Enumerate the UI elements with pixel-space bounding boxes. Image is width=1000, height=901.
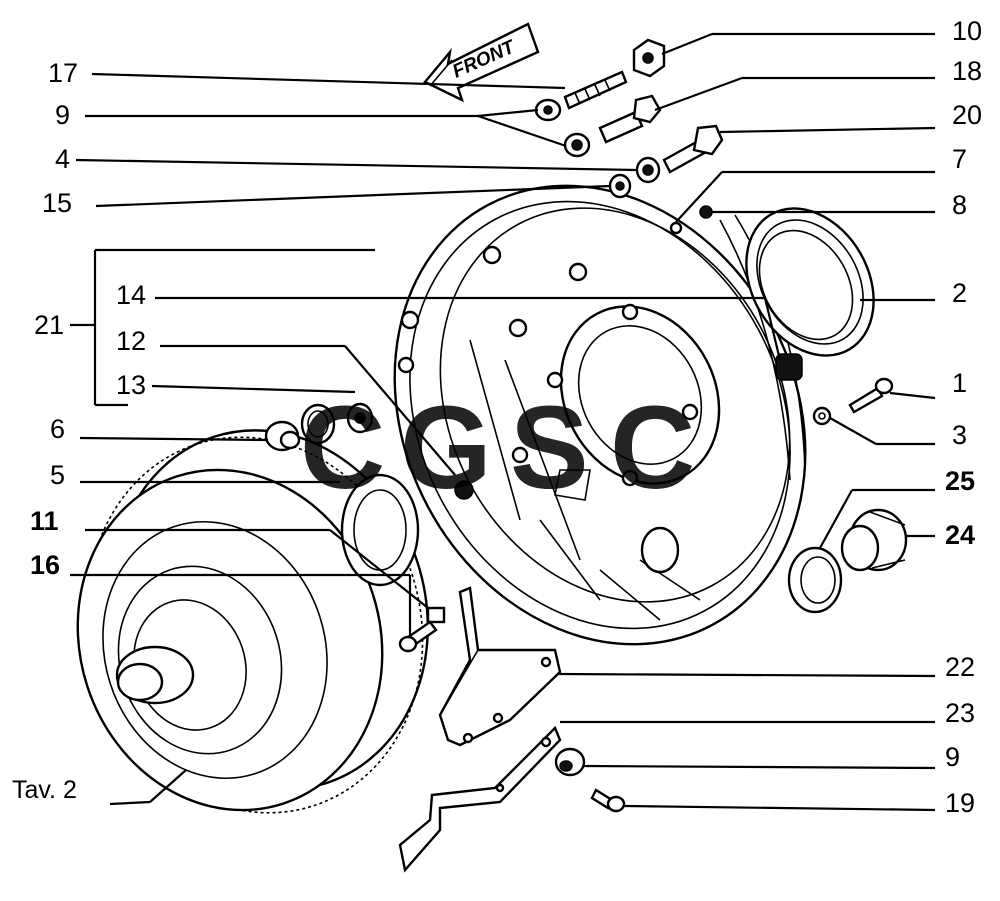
callout-7: 7 bbox=[952, 144, 967, 174]
callout-11: 11 bbox=[30, 506, 59, 536]
callout-18: 18 bbox=[952, 56, 982, 86]
callout-8: 8 bbox=[952, 190, 967, 220]
callout-6: 6 bbox=[50, 414, 65, 444]
callout-17: 17 bbox=[48, 58, 78, 88]
torque-converter bbox=[76, 429, 429, 814]
leader-lines bbox=[70, 32, 936, 812]
callout-9-left: 9 bbox=[55, 100, 70, 130]
callout-23: 23 bbox=[945, 698, 975, 728]
callout-10: 10 bbox=[952, 16, 982, 46]
front-arrow: FRONT bbox=[423, 22, 540, 103]
callout-labels-right: 10 18 20 7 8 2 1 3 25 24 22 23 9 19 bbox=[945, 16, 982, 818]
callout-12: 12 bbox=[116, 326, 146, 356]
callout-2: 2 bbox=[952, 278, 967, 308]
callout-22: 22 bbox=[945, 652, 975, 682]
callout-16: 16 bbox=[30, 550, 60, 580]
callout-25: 25 bbox=[945, 466, 975, 496]
callout-21: 21 bbox=[34, 310, 64, 340]
watermark-letter-3: S bbox=[510, 382, 589, 514]
callout-15: 15 bbox=[42, 188, 72, 218]
hardware-parts bbox=[264, 38, 908, 813]
callout-19: 19 bbox=[945, 788, 975, 818]
callout-labels-left: 17 9 4 15 21 14 12 13 6 5 11 16 Tav. 2 bbox=[12, 58, 146, 804]
callout-1: 1 bbox=[952, 368, 967, 398]
callout-9-right: 9 bbox=[945, 742, 960, 772]
callout-20: 20 bbox=[952, 100, 982, 130]
watermark-letter-1: C bbox=[300, 382, 385, 514]
callout-3: 3 bbox=[952, 420, 967, 450]
watermark: C G S C bbox=[300, 382, 695, 514]
watermark-letter-2: G bbox=[400, 382, 492, 514]
plate-caption: Tav. 2 bbox=[12, 776, 77, 804]
callout-4: 4 bbox=[55, 144, 70, 174]
brackets bbox=[398, 586, 562, 873]
watermark-letter-4: C bbox=[610, 382, 695, 514]
callout-24: 24 bbox=[945, 520, 975, 550]
callout-5: 5 bbox=[50, 460, 65, 490]
callout-14: 14 bbox=[116, 280, 146, 310]
callout-13: 13 bbox=[116, 370, 146, 400]
